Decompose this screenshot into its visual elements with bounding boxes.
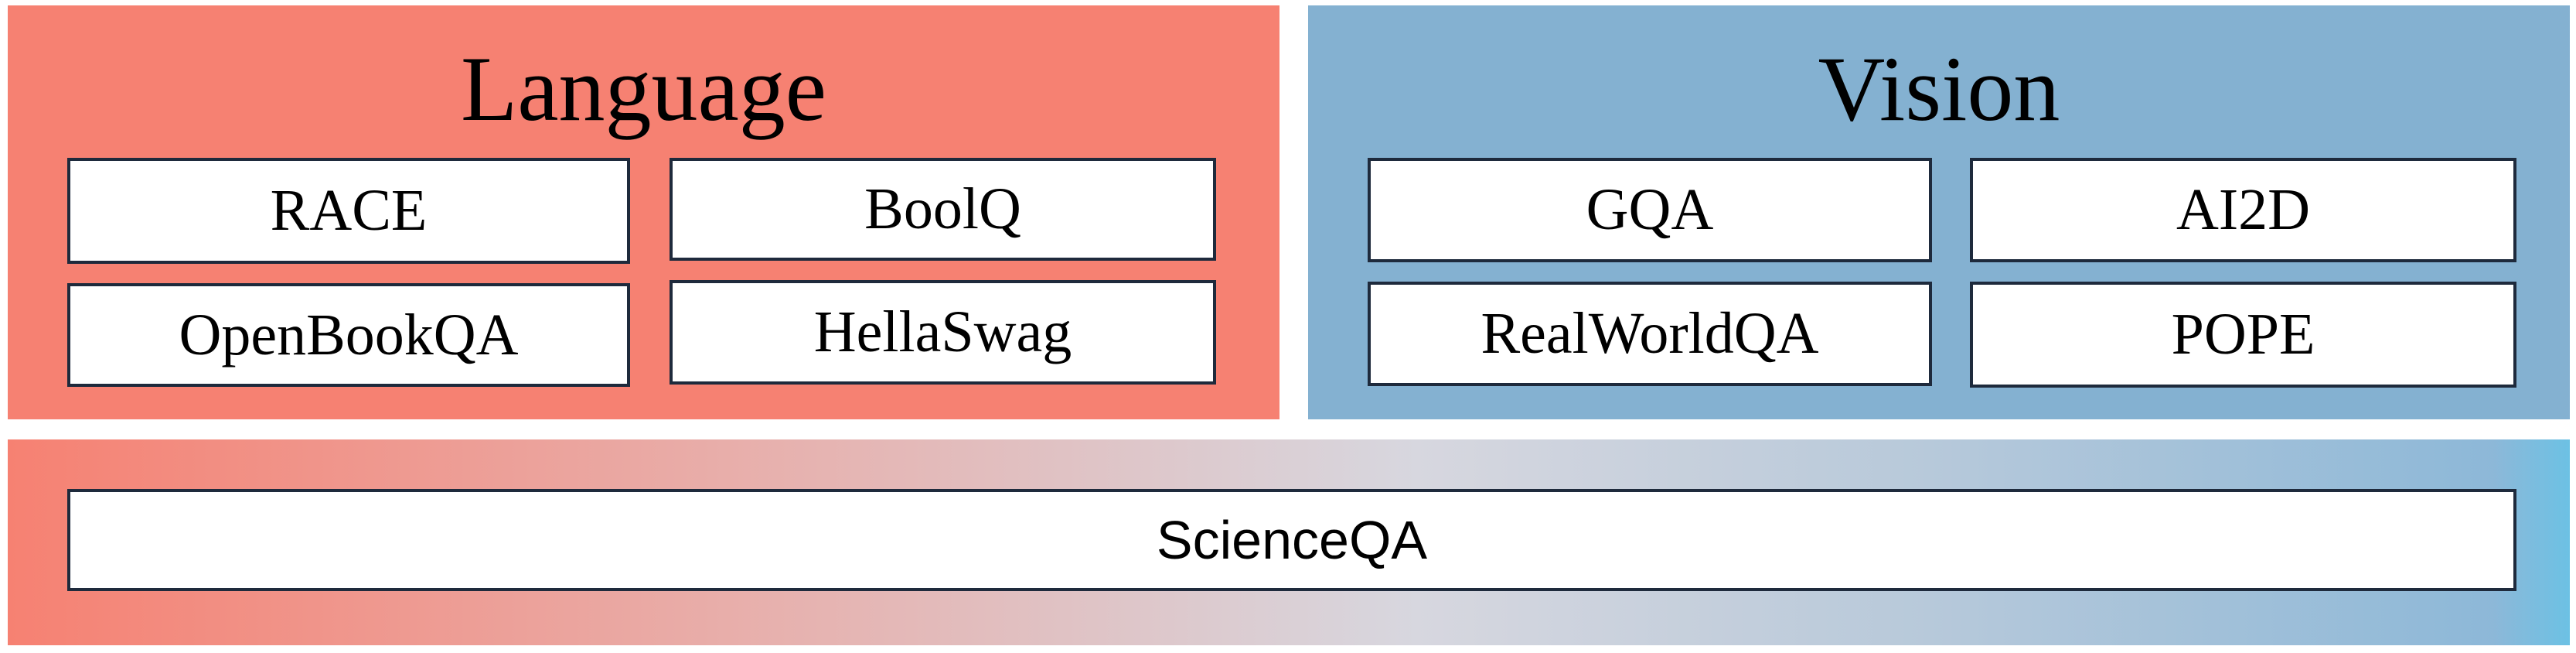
benchmark-gqa: GQA bbox=[1368, 158, 1932, 262]
vision-title: Vision bbox=[1818, 37, 2060, 140]
benchmark-pope: POPE bbox=[1970, 282, 2516, 388]
benchmark-realworldqa: RealWorldQA bbox=[1368, 282, 1932, 386]
benchmark-boolq: BoolQ bbox=[670, 158, 1216, 261]
benchmark-openbookqa: OpenBookQA bbox=[67, 283, 630, 387]
benchmark-scienceqa: ScienceQA bbox=[67, 489, 2516, 591]
benchmark-race: RACE bbox=[67, 158, 630, 264]
benchmark-hellaswag: HellaSwag bbox=[670, 280, 1216, 385]
language-title: Language bbox=[460, 37, 827, 140]
benchmark-ai2d: AI2D bbox=[1970, 158, 2516, 262]
